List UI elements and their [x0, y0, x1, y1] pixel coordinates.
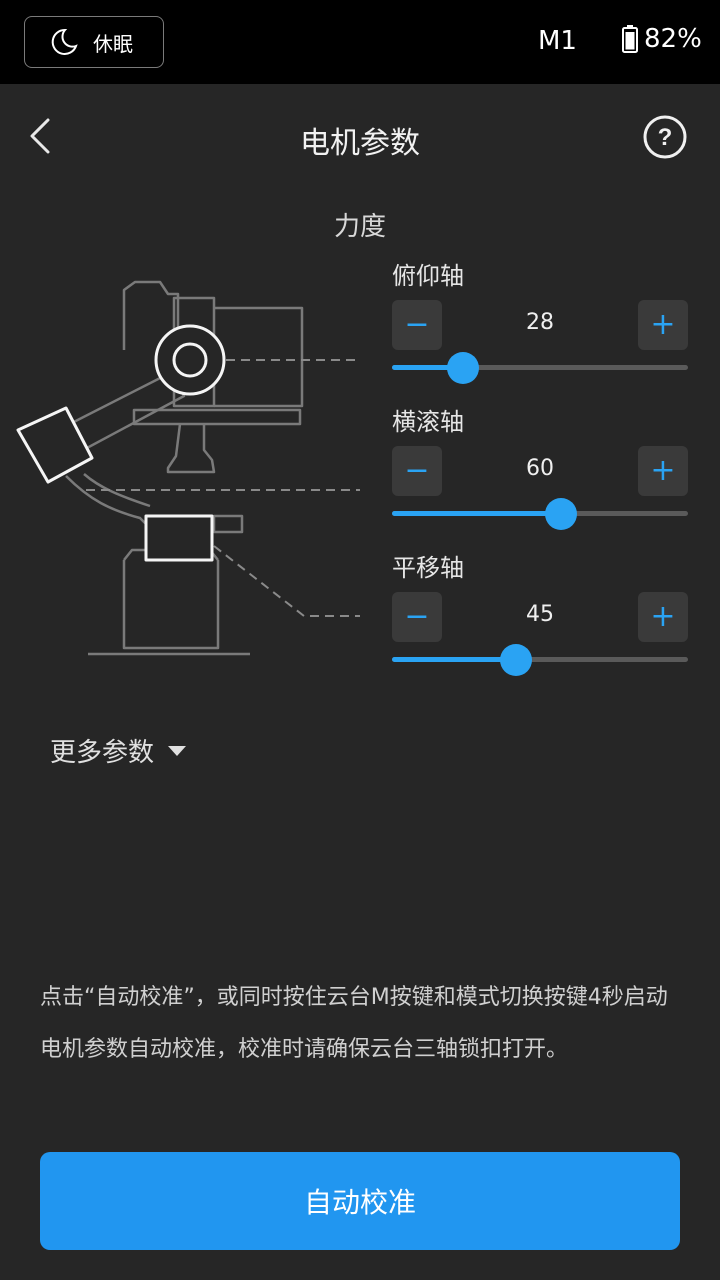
- force-section-title: 力度: [333, 212, 386, 242]
- slider-thumb[interactable]: [544, 498, 577, 530]
- pan-plus-button[interactable]: +: [638, 592, 688, 642]
- pan-axis-stepper: − 45 +: [392, 592, 688, 642]
- pan-minus-button[interactable]: −: [392, 592, 442, 642]
- more-params-toggle[interactable]: 更多参数: [50, 732, 187, 769]
- page-title: 电机参数: [300, 126, 420, 161]
- roll-plus-button[interactable]: +: [638, 446, 688, 496]
- mode-indicator: M1: [538, 26, 577, 56]
- roll-axis-label: 横滚轴: [392, 408, 464, 436]
- slider-thumb[interactable]: [500, 644, 533, 676]
- sleep-button[interactable]: 休眠: [24, 16, 164, 68]
- pitch-axis-value: 28: [526, 310, 554, 335]
- roll-axis-value: 60: [526, 456, 554, 481]
- roll-axis-slider[interactable]: [392, 498, 688, 530]
- gimbal-illustration: [16, 280, 360, 656]
- battery-icon: [622, 25, 638, 53]
- battery-indicator: 82%: [622, 24, 702, 54]
- back-arrow-icon[interactable]: [24, 114, 64, 158]
- calibration-note: 点击“自动校准”，或同时按住云台M按键和模式切换按键4秒启动电机参数自动校准，校…: [40, 985, 668, 1062]
- slider-thumb[interactable]: [447, 352, 480, 384]
- pitch-axis-control: 俯仰轴 − 28 +: [392, 256, 688, 384]
- slider-fill: [392, 511, 561, 516]
- help-icon[interactable]: ?: [642, 114, 688, 160]
- pan-axis-label: 平移轴: [392, 554, 464, 582]
- auto-calibrate-button[interactable]: 自动校准: [40, 1152, 680, 1250]
- pitch-plus-button[interactable]: +: [638, 300, 688, 350]
- pitch-minus-button[interactable]: −: [392, 300, 442, 350]
- header: 电机参数 ?: [0, 84, 720, 192]
- slider-fill: [392, 365, 464, 370]
- pitch-axis-slider[interactable]: [392, 352, 688, 384]
- caret-down-icon: [168, 745, 187, 756]
- battery-percent: 82%: [644, 24, 702, 54]
- pitch-axis-stepper: − 28 +: [392, 300, 688, 350]
- roll-minus-button[interactable]: −: [392, 446, 442, 496]
- slider-fill: [392, 657, 517, 662]
- moon-icon: [51, 28, 78, 55]
- svg-text:?: ?: [658, 124, 673, 151]
- pan-axis-control: 平移轴 − 45 +: [392, 548, 688, 676]
- slider-track: [392, 657, 688, 662]
- sleep-label: 休眠: [93, 31, 133, 56]
- pan-axis-value: 45: [526, 602, 554, 627]
- pan-axis-slider[interactable]: [392, 644, 688, 676]
- slider-track: [392, 365, 688, 370]
- pitch-axis-label: 俯仰轴: [392, 262, 464, 290]
- roll-axis-control: 横滚轴 − 60 +: [392, 402, 688, 530]
- roll-axis-stepper: − 60 +: [392, 446, 688, 496]
- status-bar: 休眠 M1 82%: [0, 0, 720, 84]
- more-params-label: 更多参数: [50, 738, 155, 768]
